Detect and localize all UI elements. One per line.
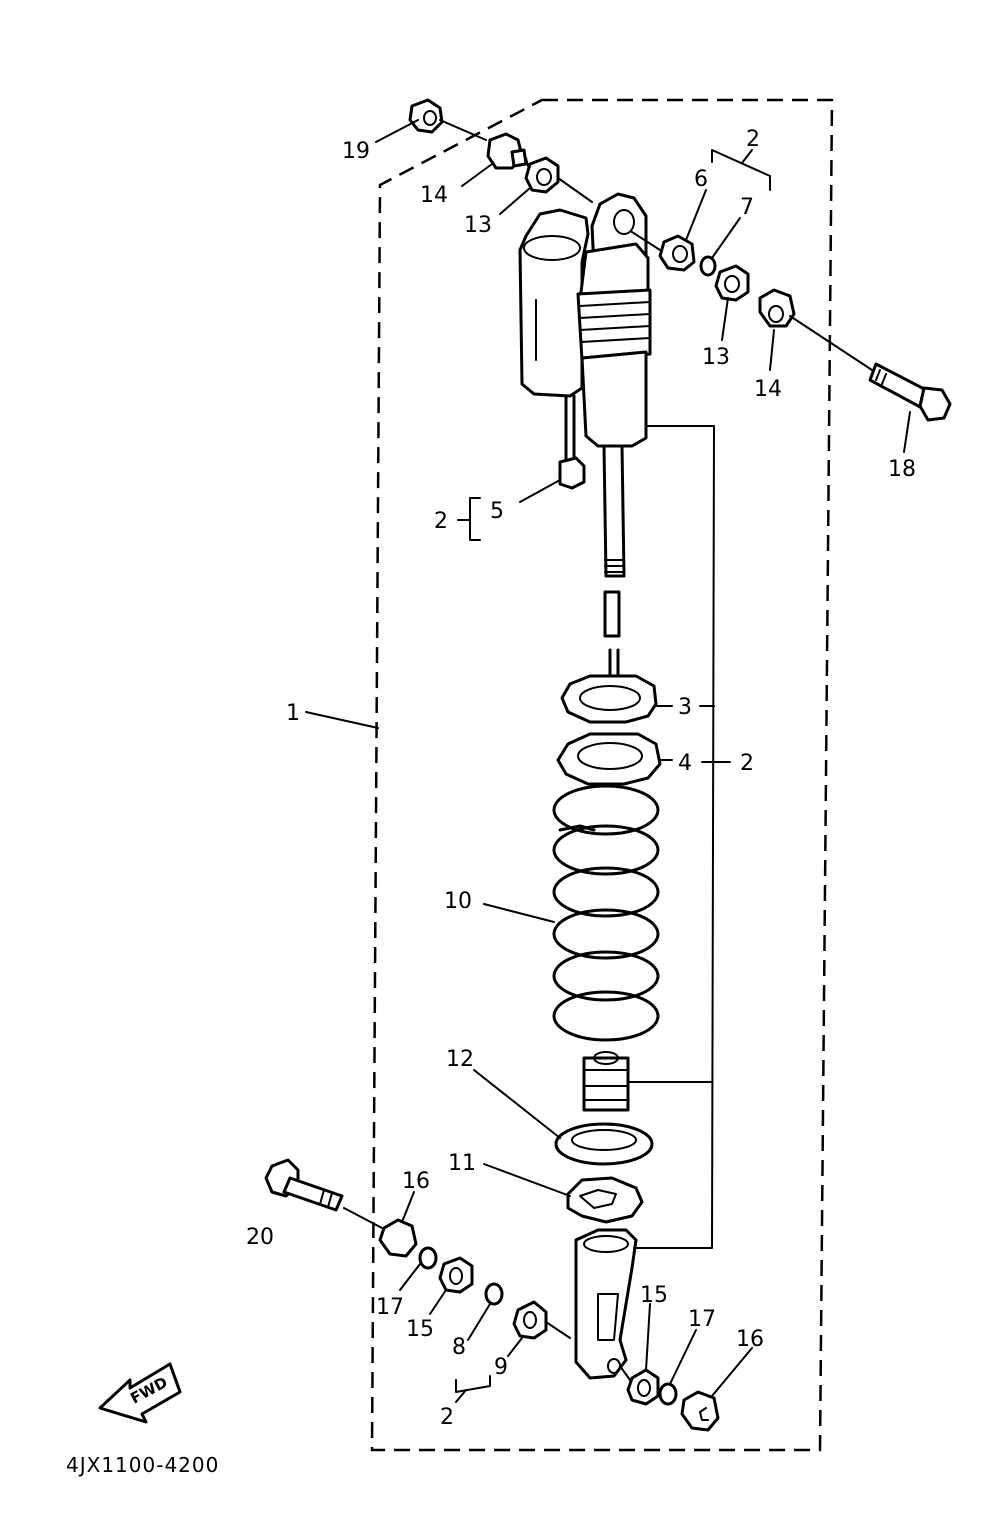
callout-17-right: 17 xyxy=(688,1307,716,1332)
callout-15-right: 15 xyxy=(640,1283,668,1308)
callout-19: 19 xyxy=(342,139,370,164)
callout-16-left: 16 xyxy=(402,1169,430,1194)
part-4-adjuster-nut xyxy=(556,732,662,786)
part-20-bolt xyxy=(264,1158,344,1212)
callout-12: 12 xyxy=(446,1047,474,1072)
callout-1: 1 xyxy=(286,701,300,726)
callout-2-top: 2 xyxy=(746,127,760,152)
callout-2-bottom: 2 xyxy=(440,1405,454,1430)
part-14-collar-left xyxy=(486,132,528,170)
drawing-code: 4JX1100-4200 xyxy=(66,1453,219,1477)
callout-2-mid: 2 xyxy=(740,751,754,776)
part-7-circlip xyxy=(699,255,717,277)
part-10-spring xyxy=(552,784,660,1042)
part-17-circlip-left xyxy=(418,1246,438,1270)
callout-13-right: 13 xyxy=(702,345,730,370)
callout-8: 8 xyxy=(452,1335,466,1360)
part-9-bearing xyxy=(512,1300,548,1340)
callout-4: 4 xyxy=(678,751,692,776)
bump-stopper xyxy=(582,1051,630,1112)
part-3-locknut xyxy=(560,674,658,724)
callout-16-right: 16 xyxy=(736,1327,764,1352)
callout-3: 3 xyxy=(678,695,692,720)
part-12-spring-guide xyxy=(554,1122,654,1166)
callout-2-seal: 2 xyxy=(434,509,448,534)
part-13-bearing-right xyxy=(714,264,750,302)
part-14-collar-right xyxy=(758,288,796,328)
part-5-seal xyxy=(558,456,586,490)
callout-17-left: 17 xyxy=(376,1295,404,1320)
part-11-stopper-ring xyxy=(566,1176,644,1224)
callout-7: 7 xyxy=(740,195,754,220)
callout-9: 9 xyxy=(494,1355,508,1380)
part-8-circlip xyxy=(484,1282,504,1306)
callout-14-left: 14 xyxy=(420,183,448,208)
part-15-bearing-right xyxy=(626,1368,660,1406)
callout-11: 11 xyxy=(448,1151,476,1176)
callout-13-left: 13 xyxy=(464,213,492,238)
shock-body xyxy=(518,192,652,578)
callout-20: 20 xyxy=(246,1225,274,1250)
assembly-boundary xyxy=(370,98,834,1452)
leader-lines xyxy=(305,119,911,1403)
part-19-collar xyxy=(408,98,444,134)
callout-5: 5 xyxy=(490,499,504,524)
part-6-bearing xyxy=(658,234,696,272)
part-17-circlip-right xyxy=(658,1382,678,1406)
callout-18: 18 xyxy=(888,457,916,482)
part-16-collar-right xyxy=(680,1390,720,1432)
callout-14-right: 14 xyxy=(754,377,782,402)
lower-clevis xyxy=(574,1228,638,1380)
callout-15-left: 15 xyxy=(406,1317,434,1342)
forward-direction-arrow: FWD xyxy=(98,1362,182,1424)
part-15-bearing-left xyxy=(438,1256,474,1294)
part-16-collar-left xyxy=(378,1218,418,1258)
part-18-bolt xyxy=(868,362,952,422)
callout-6: 6 xyxy=(694,167,708,192)
callout-10: 10 xyxy=(444,889,472,914)
part-13-bearing-left xyxy=(524,156,560,194)
